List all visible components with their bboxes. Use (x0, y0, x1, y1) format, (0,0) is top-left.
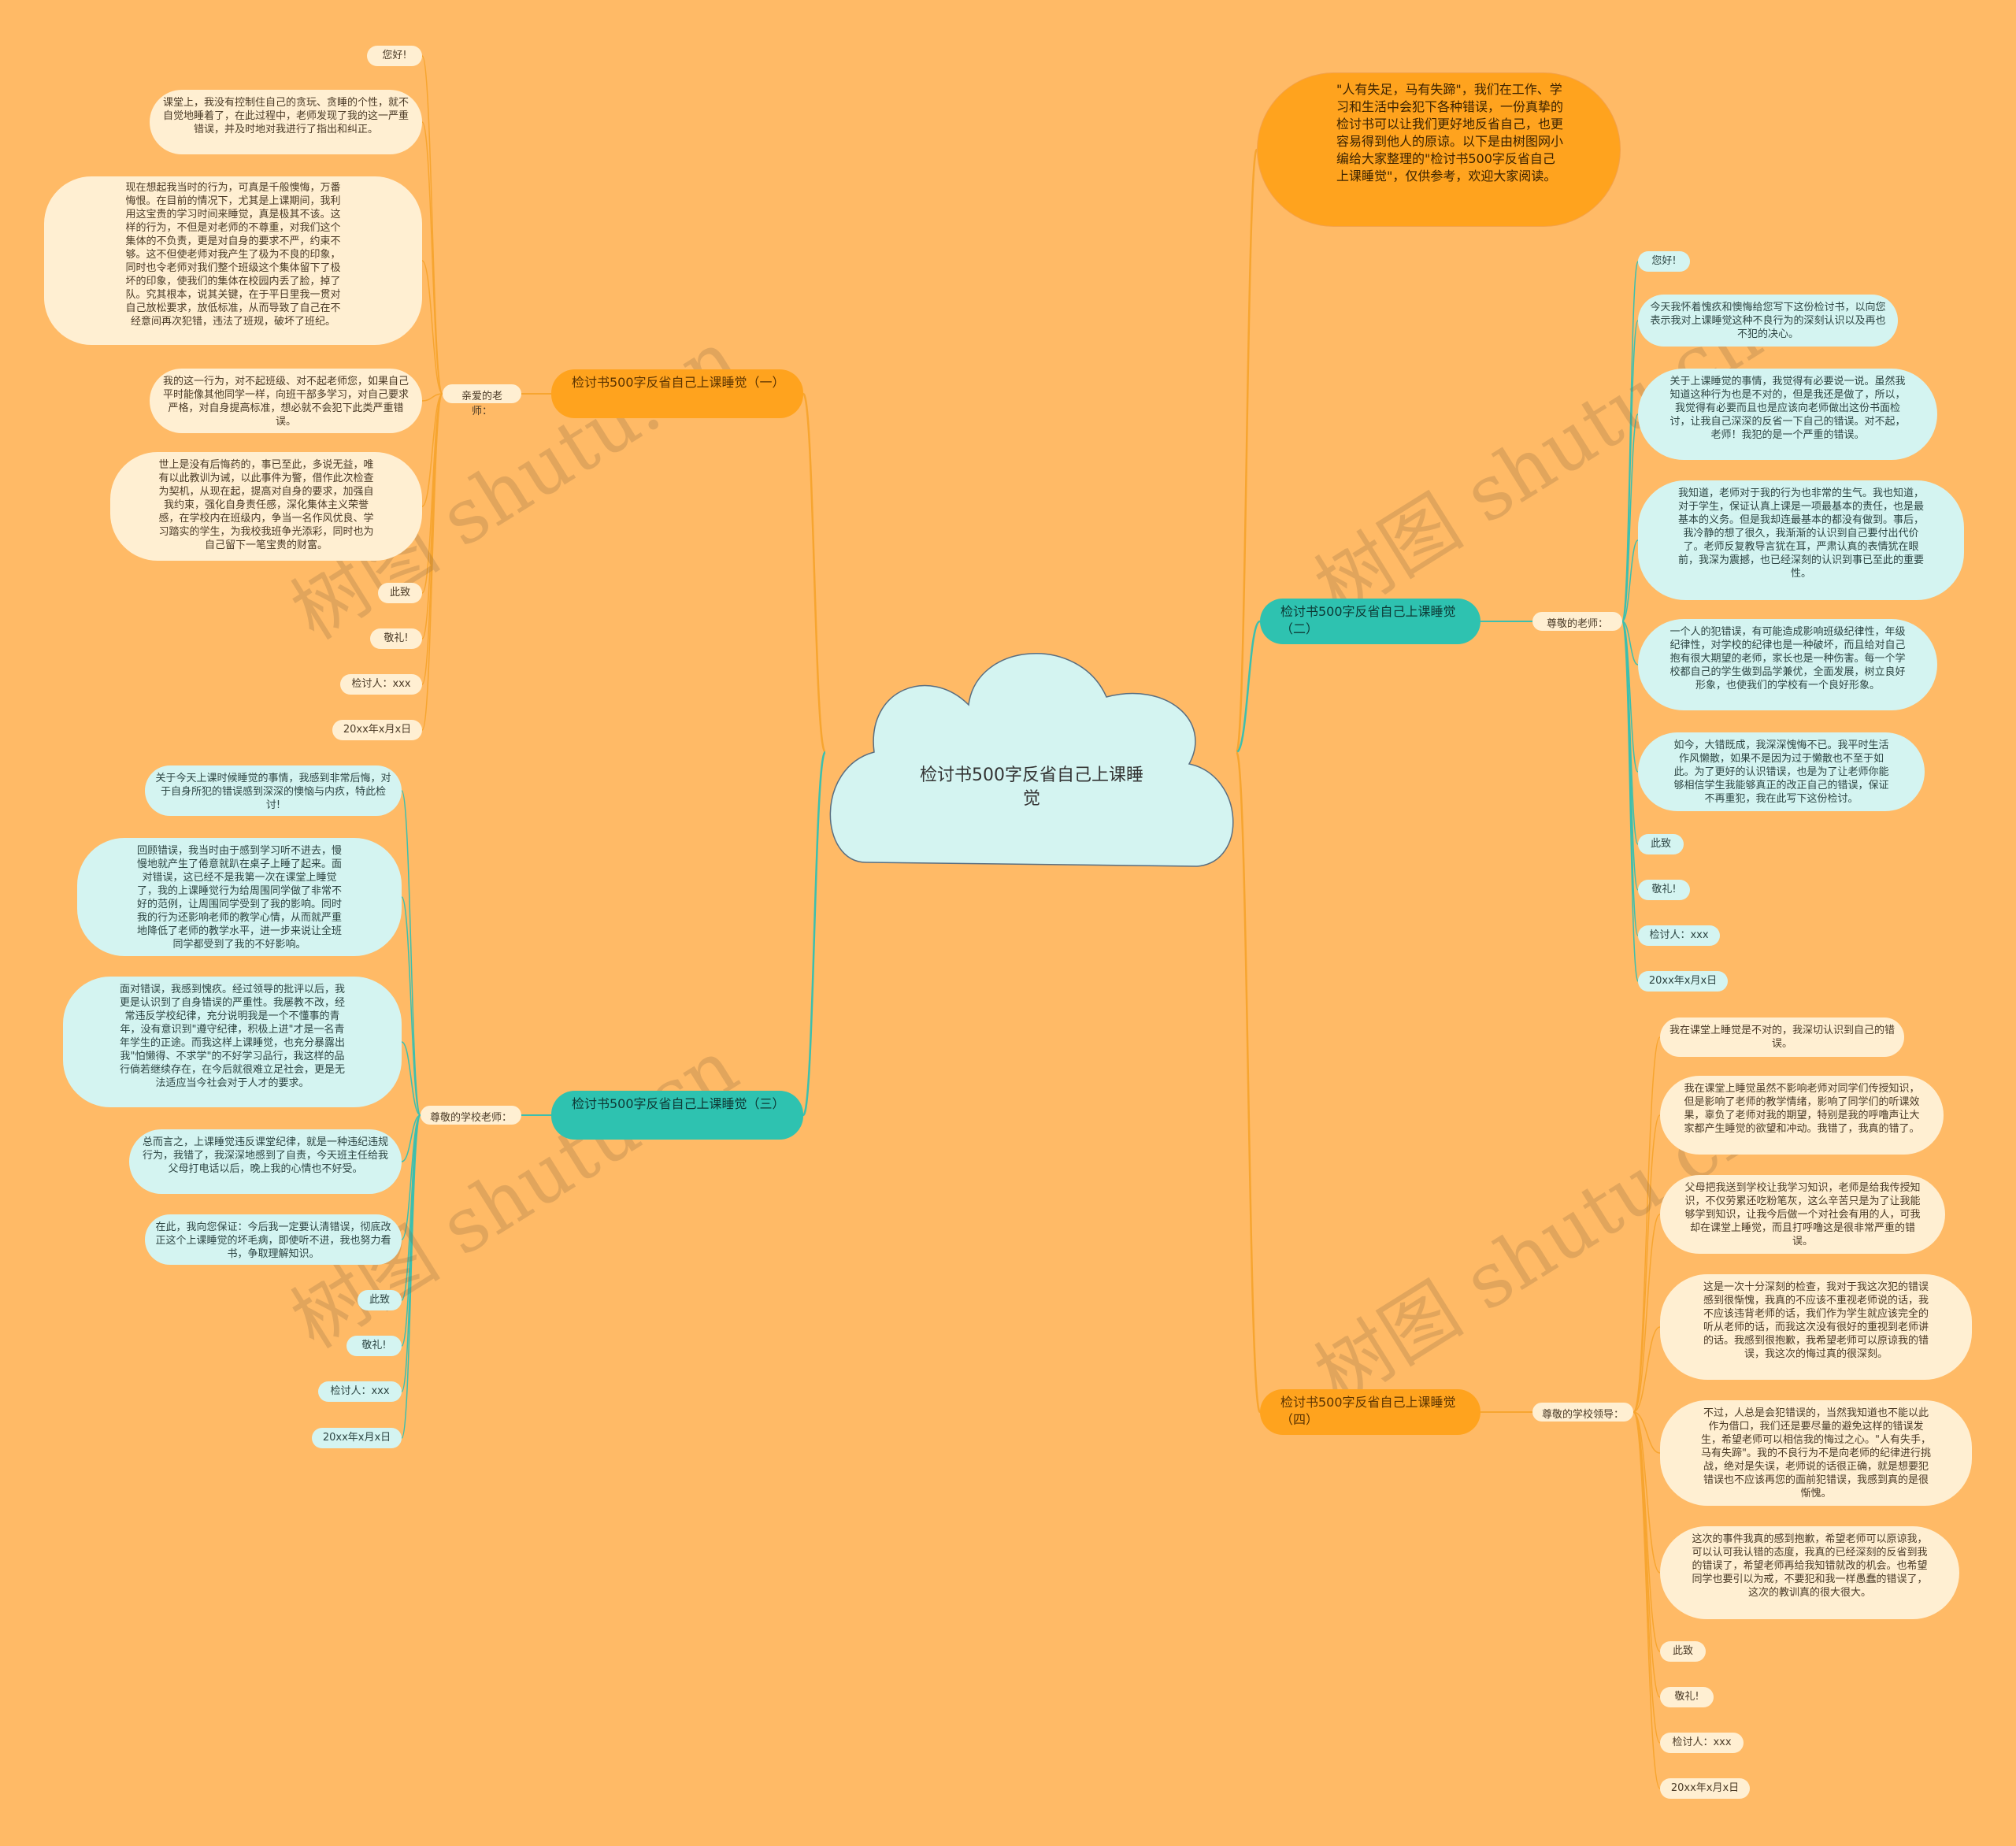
connector-line (1632, 1326, 1661, 1413)
branch-1-label: 亲爱的老师： (443, 384, 521, 417)
connector-line (421, 260, 443, 395)
branch-2-item: 如今，大错既成，我深深愧悔不已。我平时生活作风懒散，如果不是因为过于懒散也不至于… (1638, 732, 1925, 811)
connector-line (1235, 148, 1258, 754)
branch-3-item: 20xx年x月x日 (312, 1428, 402, 1448)
branch-2-item: 一个人的犯错误，有可能造成影响班级纪律性，年级纪律性，对学校的纪律也是一种破坏，… (1638, 619, 1937, 710)
branch-2-item: 此致 (1638, 834, 1684, 854)
branch-2-item: 您好! (1638, 251, 1690, 272)
connector-line (1632, 1411, 1661, 1698)
branch-1-item: 敬礼! (370, 628, 422, 649)
branch-1-item: 此致 (378, 583, 422, 603)
connector-line (1632, 1411, 1661, 1789)
branch-2-item: 今天我怀着愧疚和懊悔给您写下这份检讨书，以向您表示我对上课睡觉这种不良行为的深刻… (1638, 295, 1898, 347)
branch-3-item: 此致 (358, 1290, 402, 1310)
branch-4-item: 我在课堂上睡觉虽然不影响老师对同学们传授知识，但是影响了老师的教学情绪，影响了同… (1660, 1076, 1944, 1155)
connector-line (1235, 620, 1262, 754)
connector-line (1632, 1114, 1661, 1413)
connector-line (1632, 1036, 1661, 1413)
intro-node[interactable]: "人有失足，马有失蹄"，我们在工作、学习和生活中会犯下各种错误，一份真挚的检讨书… (1257, 72, 1621, 227)
connector-line (401, 1114, 421, 1439)
branch-3-item: 敬礼! (346, 1336, 402, 1356)
connector-line (1621, 621, 1639, 982)
connector-line (421, 393, 443, 507)
connector-line (1235, 751, 1262, 1414)
branch-2-item: 我知道，老师对于我的行为也非常的生气。我也知道，对于学生，保证认真上课是一项最基… (1638, 480, 1964, 600)
central-topic[interactable]: 检讨书500字反省自己上课睡觉 (920, 765, 1143, 809)
connector-line (1621, 413, 1639, 622)
connector-line (1621, 539, 1639, 622)
branch-2-title[interactable]: 检讨书500字反省自己上课睡觉（二） (1260, 599, 1480, 644)
branch-4-item: 此致 (1660, 1641, 1706, 1662)
branch-3-item: 关于今天上课时候睡觉的事情，我感到非常后悔，对于自身所犯的错误感到深深的懊恼与内… (145, 765, 402, 816)
branch-3-item: 面对错误，我感到愧疚。经过领导的批评以后，我更是认识到了自身错误的严重性。我屡教… (63, 977, 402, 1107)
branch-3-item: 总而言之，上课睡觉违反课堂纪律，就是一种违纪违规行为，我错了，我深深地感到了自责… (129, 1129, 402, 1194)
branch-2-item: 关于上课睡觉的事情，我觉得有必要说一说。虽然我知道这种行为也是不对的，但是我还是… (1638, 369, 1937, 460)
connector-line (401, 1041, 421, 1116)
connector-line (1621, 621, 1639, 665)
branch-4-item: 敬礼! (1660, 1687, 1714, 1707)
branch-4-item: 检讨人：xxx (1660, 1733, 1744, 1753)
central-topic-cloud (829, 653, 1234, 867)
branch-3-title[interactable]: 检讨书500字反省自己上课睡觉（三） (551, 1091, 803, 1140)
branch-3-item: 回顾错误，我当时由于感到学习听不进去，慢慢地就产生了倦意就趴在桌子上睡了起来。面… (77, 838, 402, 956)
connector-line (1632, 1214, 1661, 1413)
connector-line (401, 1114, 421, 1162)
branch-2-item: 检讨人：xxx (1638, 925, 1720, 946)
branch-1-item: 我的这一行为，对不起班级、对不起老师您，如果自己平时能像其他同学一样，向班干部多… (150, 369, 422, 433)
branch-1-item: 检讨人：xxx (340, 674, 422, 695)
branch-1-item: 课堂上，我没有控制住自己的贪玩、贪睡的个性，就不自觉地睡着了，在此过程中，老师发… (150, 90, 422, 154)
connector-line (802, 751, 827, 1117)
connector-line (421, 55, 443, 395)
connector-line (421, 393, 443, 731)
connector-line (802, 392, 827, 754)
connector-line (1632, 1411, 1661, 1454)
branch-4-item: 20xx年x月x日 (1660, 1778, 1750, 1799)
connector-line (421, 393, 443, 402)
connector-line (421, 121, 443, 395)
connector-line (401, 790, 421, 1116)
branch-4-label: 尊敬的学校领导： (1532, 1403, 1633, 1422)
branch-1-title[interactable]: 检讨书500字反省自己上课睡觉（一） (551, 369, 803, 418)
connector-line (1632, 1411, 1661, 1744)
branch-1-item: 您好! (367, 46, 422, 66)
branch-1-item: 现在想起我当时的行为，可真是千般懊悔，万番悔恨。在目前的情况下，尤其是上课期间，… (44, 176, 422, 345)
connector-line (401, 896, 421, 1116)
branch-1-item: 20xx年x月x日 (332, 720, 422, 740)
branch-4-item: 我在课堂上睡觉是不对的，我深切认识到自己的错误。 (1660, 1018, 1904, 1057)
branch-4-item: 这是一次十分深刻的检查，我对于我这次犯的错误感到很惭愧，我真的不应该不重视老师说… (1660, 1274, 1972, 1380)
branch-4-item: 父母把我送到学校让我学习知识，老师是给我传授知识，不仅劳累还吃粉笔灰，这么辛苦只… (1660, 1175, 1945, 1254)
branch-3-item: 在此，我向您保证：今后我一定要认清错误，彻底改正这个上课睡觉的坏毛病，即使听不进… (145, 1214, 402, 1265)
branch-4-item: 不过，人总是会犯错误的，当然我知道也不能以此作为借口，我们还是要尽量的避免这样的… (1660, 1400, 1972, 1506)
branch-1-item: 世上是没有后悔药的，事已至此，多说无益，唯有以此教训为诫，以此事件为警，借作此次… (110, 452, 422, 561)
branch-3-item: 检讨人：xxx (318, 1381, 402, 1402)
branch-2-item: 20xx年x月x日 (1638, 971, 1728, 992)
branch-3-label: 尊敬的学校老师： (421, 1106, 521, 1125)
branch-2-item: 敬礼! (1638, 880, 1690, 900)
branch-4-item: 这次的事件我真的感到抱歉，希望老师可以原谅我，可以认可我认错的态度，我真的已经深… (1660, 1526, 1959, 1619)
branch-2-label: 尊敬的老师： (1532, 612, 1622, 631)
branch-4-title[interactable]: 检讨书500字反省自己上课睡觉（四） (1260, 1389, 1480, 1435)
connector-line (1632, 1411, 1661, 1574)
